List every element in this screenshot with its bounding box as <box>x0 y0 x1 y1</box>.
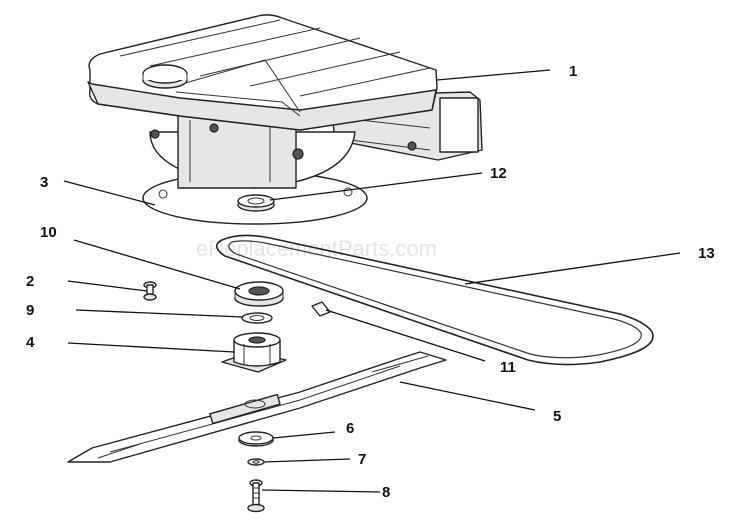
callout-9: 9 <box>26 302 34 319</box>
leader-3 <box>63 180 156 206</box>
callout-2: 2 <box>26 273 34 290</box>
callout-3: 3 <box>40 174 48 191</box>
part-7-lock-washer <box>247 458 265 466</box>
leader-7 <box>263 458 351 463</box>
callout-13: 13 <box>698 245 715 262</box>
part-9-washer <box>241 312 273 324</box>
callout-11: 11 <box>500 359 516 376</box>
callout-12: 12 <box>490 165 507 182</box>
callout-5: 5 <box>553 408 561 425</box>
leader-9 <box>75 309 243 318</box>
part-8-blade-bolt <box>247 479 265 513</box>
leader-2 <box>67 280 148 292</box>
leader-12 <box>269 172 483 201</box>
callout-7: 7 <box>358 451 366 468</box>
callout-numbers: 1 2 3 4 5 6 7 8 9 10 11 12 13 <box>26 63 715 501</box>
part-10-pulley <box>234 281 284 307</box>
leader-lines <box>63 69 681 493</box>
part-6-blade-washer <box>238 431 274 447</box>
part-11-key <box>311 301 331 317</box>
leader-13 <box>464 252 681 285</box>
callout-6: 6 <box>346 420 354 437</box>
part-12-spacer <box>237 194 275 212</box>
leader-8 <box>261 489 381 493</box>
callout-1: 1 <box>569 63 577 80</box>
callout-10: 10 <box>40 224 57 241</box>
leader-5 <box>399 381 536 411</box>
part-4-blade-adapter <box>221 332 287 373</box>
callout-8: 8 <box>382 484 390 501</box>
part-5-blade <box>67 351 447 463</box>
part-13-belt <box>215 234 654 366</box>
callout-4: 4 <box>26 334 35 351</box>
leader-10 <box>73 239 241 290</box>
leader-4 <box>67 342 235 353</box>
part-1-engine <box>87 14 483 189</box>
leader-6 <box>272 431 336 439</box>
leader-1 <box>436 69 551 81</box>
leader-11 <box>325 309 486 362</box>
